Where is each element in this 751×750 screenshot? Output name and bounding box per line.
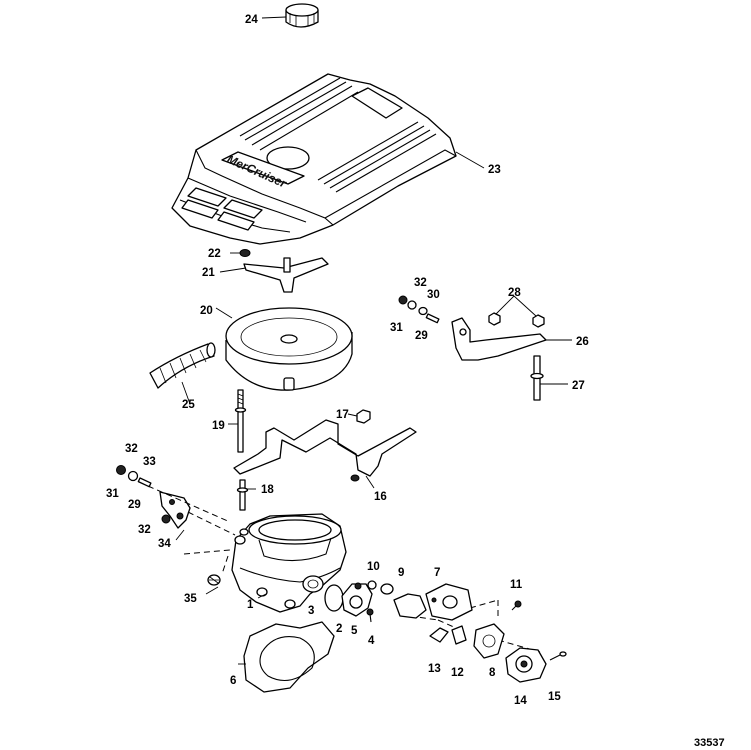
part-26-bracket <box>451 317 547 361</box>
callout-13: 13 <box>428 663 441 675</box>
part-34-bracket <box>159 491 191 529</box>
callout-34: 34 <box>158 538 171 550</box>
callout-31-left: 31 <box>106 488 119 500</box>
part-21-bracket-plate <box>243 257 329 293</box>
figure-reference-number: 33537 <box>694 737 725 749</box>
leader-lines <box>175 16 572 665</box>
callout-35: 35 <box>184 593 197 605</box>
callout-29-upper: 29 <box>415 330 428 342</box>
callout-19: 19 <box>212 420 225 432</box>
callout-33: 33 <box>143 456 156 468</box>
callout-10: 10 <box>367 561 380 573</box>
part-24-cap <box>285 3 319 28</box>
callout-4: 4 <box>368 635 375 647</box>
callout-1: 1 <box>247 599 254 611</box>
part-32-31-33-29-hardware-left <box>116 465 152 488</box>
part-7-iac-housing <box>393 583 473 621</box>
callout-6: 6 <box>230 675 236 687</box>
callout-5: 5 <box>351 625 358 637</box>
callout-31-upper: 31 <box>390 322 403 334</box>
callout-7: 7 <box>434 567 440 579</box>
part-23-engine-cover: MerCruiser <box>171 73 457 245</box>
callout-14: 14 <box>514 695 527 707</box>
callout-20: 20 <box>200 305 213 317</box>
part-4-screw <box>366 608 374 623</box>
callout-11: 11 <box>510 579 523 591</box>
callout-18: 18 <box>261 484 274 496</box>
callout-28: 28 <box>508 287 521 299</box>
part-28-nuts <box>488 312 545 328</box>
part-14-iac-valve <box>505 647 547 683</box>
part-18-stud <box>236 479 249 511</box>
part-17-nut <box>356 409 371 424</box>
part-13-screw <box>429 627 449 643</box>
callout-30: 30 <box>427 289 440 301</box>
part-20-air-cleaner <box>225 307 353 391</box>
callout-29-left: 29 <box>128 499 141 511</box>
part-32-31-30-29-hardware-upper <box>398 295 440 324</box>
callout-21: 21 <box>202 267 215 279</box>
callout-25: 25 <box>182 399 195 411</box>
callout-8: 8 <box>489 667 496 679</box>
callout-9: 9 <box>398 567 404 579</box>
callout-17: 17 <box>336 409 349 421</box>
callout-26: 26 <box>576 336 589 348</box>
part-15-screw <box>549 651 567 661</box>
callout-27: 27 <box>572 380 585 392</box>
part-25-hose <box>149 342 216 389</box>
callout-3: 3 <box>308 605 314 617</box>
part-6-gasket <box>243 621 335 693</box>
assembly-lines <box>147 485 541 653</box>
part-8-gasket <box>473 623 505 659</box>
part-12-block <box>451 625 467 645</box>
part-27-stud <box>530 355 544 401</box>
callout-24: 24 <box>245 14 258 26</box>
part-5-screw <box>354 582 362 590</box>
part-35-screw <box>207 574 221 586</box>
part-2-sensor <box>341 583 373 617</box>
part-1-throttle-body <box>231 513 347 613</box>
part-22-nut <box>239 249 251 257</box>
callout-23: 23 <box>488 164 501 176</box>
part-9-o-ring <box>380 583 394 595</box>
callout-16: 16 <box>374 491 387 503</box>
part-19-stud <box>234 389 247 453</box>
callout-22: 22 <box>208 248 221 260</box>
callout-labels: 24 23 22 21 20 25 19 17 16 18 32 30 31 2… <box>106 14 725 749</box>
callout-2: 2 <box>336 623 342 635</box>
callout-32-left: 32 <box>125 443 138 455</box>
callout-32-upper: 32 <box>414 277 427 289</box>
callout-12: 12 <box>451 667 464 679</box>
part-3-o-ring <box>324 584 344 612</box>
part-10-seal <box>367 580 377 590</box>
callout-32-lower: 32 <box>138 524 151 536</box>
part-11-screw <box>511 600 522 611</box>
callout-15: 15 <box>548 691 561 703</box>
part-16-bracket <box>233 419 417 482</box>
part-32-lower-nut <box>161 514 171 524</box>
